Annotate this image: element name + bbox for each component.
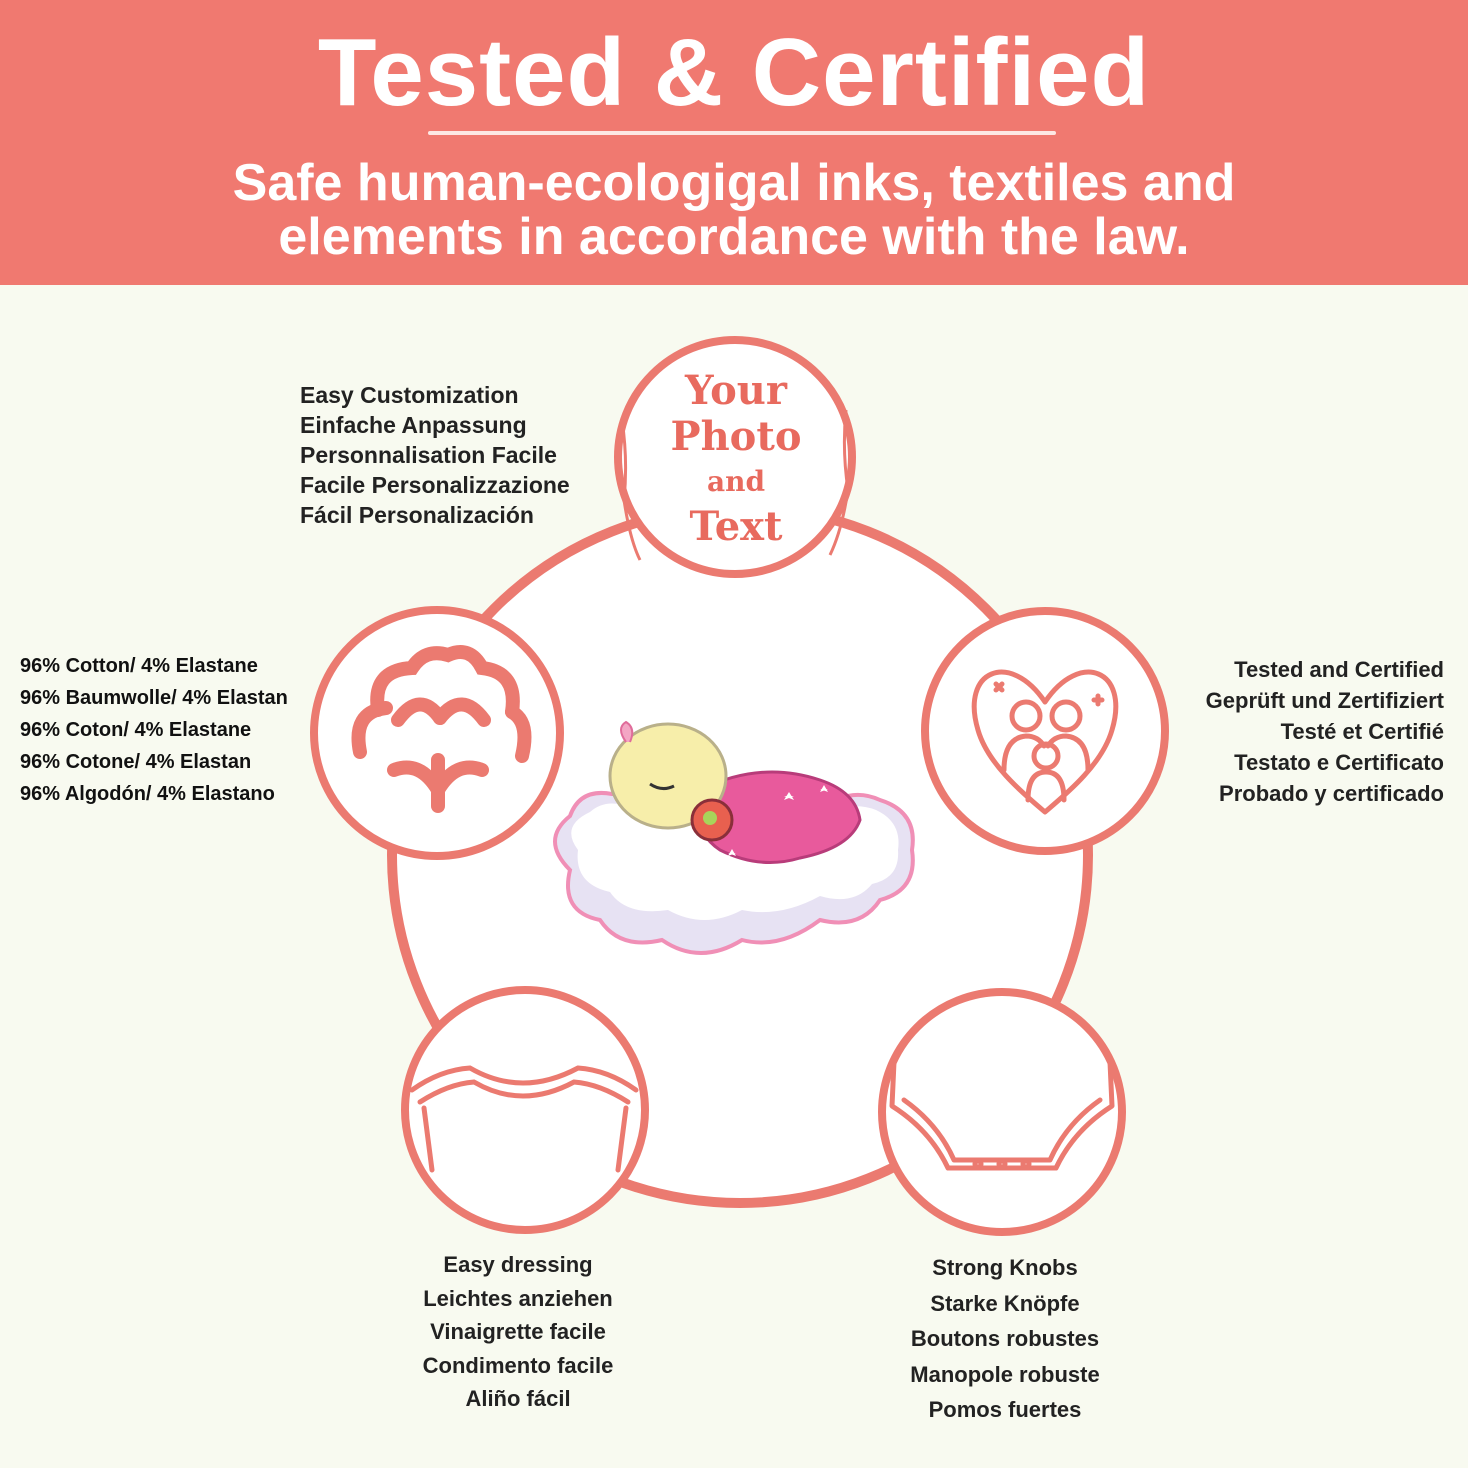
customization-line: Personnalisation Facile bbox=[300, 442, 557, 468]
material-badge bbox=[310, 606, 564, 860]
material-line: 96% Cotone/ 4% Elastan bbox=[20, 751, 252, 773]
dressing-line: Leichtes anziehen bbox=[423, 1285, 613, 1311]
knobs-line: Starke Knöpfe bbox=[930, 1290, 1080, 1316]
certified-line: Probado y certificado bbox=[1219, 781, 1444, 806]
material-line: 96% Algodón/ 4% Elastano bbox=[20, 783, 275, 805]
photo-text-line-2: Photo bbox=[670, 413, 802, 460]
customization-line: Facile Personalizzazione bbox=[300, 472, 570, 498]
page-subtitle: Safe human-ecologigal inks, textiles and… bbox=[0, 156, 1468, 264]
customization-line: Einfache Anpassung bbox=[300, 412, 527, 438]
dressing-badge bbox=[401, 986, 649, 1234]
knobs-line: Boutons robustes bbox=[910, 1326, 1100, 1351]
customization-line: Easy Customization bbox=[300, 382, 519, 408]
knobs-label: Strong Knobs Starke Knöpfe Boutons robus… bbox=[855, 1250, 1155, 1428]
photo-text-line-4: Text bbox=[689, 503, 783, 550]
knobs-badge bbox=[878, 988, 1126, 1236]
customization-line: Fácil Personalización bbox=[300, 502, 534, 528]
subtitle-line-1: Safe human-ecologigal inks, textiles and bbox=[232, 154, 1236, 212]
dressing-line: Condimento facile bbox=[422, 1352, 614, 1378]
certified-line: Tested and Certified bbox=[1234, 657, 1444, 682]
sleeping-baby-on-cloud-icon bbox=[553, 720, 915, 955]
certified-line: Testato e Certificato bbox=[1234, 750, 1444, 775]
page-title: Tested & Certified bbox=[317, 19, 1151, 126]
dressing-line: Aliño fácil bbox=[465, 1386, 571, 1411]
header-banner: Tested & Certified Safe human-ecologigal… bbox=[0, 0, 1468, 285]
bodysuit-snaps-icon bbox=[889, 1059, 1115, 1171]
photo-text-line-3: and bbox=[706, 465, 766, 498]
material-line: 96% Cotton/ 4% Elastane bbox=[20, 655, 258, 677]
material-line: 96% Coton/ 4% Elastane bbox=[20, 719, 252, 741]
subtitle-line-2: elements in accordance with the law. bbox=[278, 208, 1190, 266]
knobs-line: Pomos fuertes bbox=[928, 1397, 1082, 1422]
certified-line: Testé et Certifié bbox=[1280, 719, 1444, 744]
title-divider bbox=[428, 131, 1056, 135]
photo-text-line-1: Your bbox=[685, 367, 787, 414]
family-heart-icon bbox=[971, 669, 1119, 815]
dressing-line: Vinaigrette facile bbox=[430, 1319, 606, 1344]
material-label: 96% Cotton/ 4% Elastane 96% Baumwolle/ 4… bbox=[20, 650, 288, 810]
knobs-line: Manopole robuste bbox=[910, 1361, 1100, 1387]
bodysuit-neckline-icon bbox=[409, 1065, 639, 1173]
customization-icon-text: Your Photo and Text bbox=[630, 368, 842, 550]
certified-badge bbox=[921, 607, 1169, 855]
customization-badge bbox=[614, 336, 856, 578]
customization-label: Easy Customization Einfache Anpassung Pe… bbox=[300, 380, 570, 530]
cotton-flower-icon bbox=[351, 645, 532, 813]
dressing-line: Easy dressing bbox=[443, 1252, 593, 1277]
certified-line: Geprüft und Zertifiziert bbox=[1205, 688, 1444, 713]
dressing-label: Easy dressing Leichtes anziehen Vinaigre… bbox=[368, 1248, 668, 1416]
knobs-line: Strong Knobs bbox=[932, 1255, 1078, 1280]
certified-label: Tested and Certified Geprüft und Zertifi… bbox=[1206, 654, 1444, 809]
material-line: 96% Baumwolle/ 4% Elastan bbox=[20, 687, 288, 709]
